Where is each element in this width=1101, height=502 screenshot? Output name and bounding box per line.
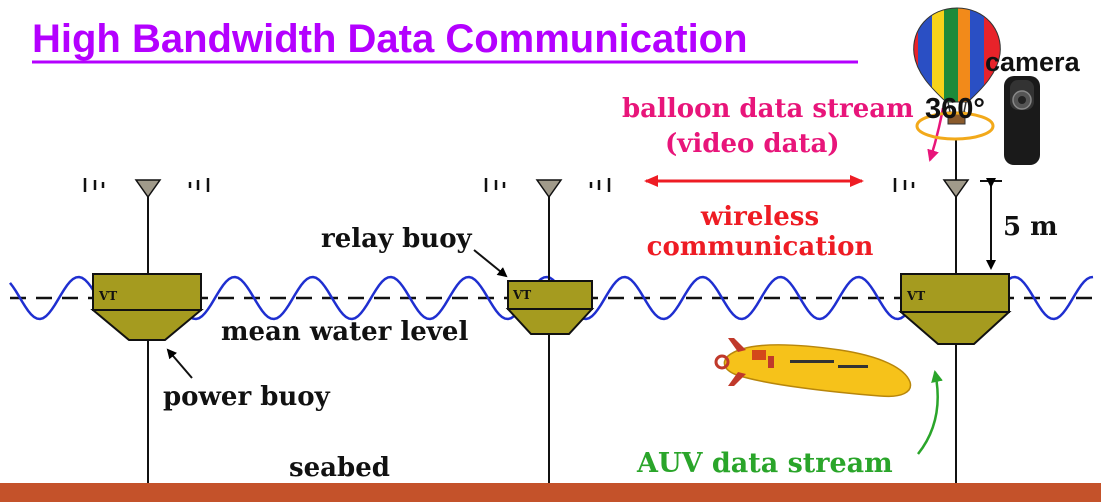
- auv-icon: [714, 338, 912, 398]
- camera-label: camera: [985, 47, 1081, 77]
- relay-buoy: VT: [505, 280, 595, 335]
- antenna-icon: [484, 178, 611, 199]
- antenna-icon: [83, 178, 210, 199]
- orbit-ring: [915, 111, 995, 141]
- relay-buoy-label: relay buoy: [321, 224, 473, 254]
- height-label: 5 m: [1003, 212, 1058, 242]
- buoy-1-tag: VT: [98, 289, 117, 303]
- diagram-title: High Bandwidth Data Communication: [32, 17, 748, 61]
- buoy-3-tag: VT: [906, 289, 925, 303]
- power-buoy-arrow: [166, 348, 193, 379]
- camera-360-icon: [1004, 76, 1040, 165]
- seabed-label: seabed: [289, 453, 390, 483]
- relay-buoy-arrow: [473, 249, 508, 278]
- power-buoy: VT: [90, 273, 204, 341]
- auv-stream-label: AUV data stream: [636, 448, 893, 479]
- auv-stream-arrow: [917, 370, 943, 455]
- buoy-3: VT: [898, 273, 1012, 345]
- balloon-stream-line2: (video data): [665, 129, 840, 159]
- antenna-icon: [893, 178, 970, 199]
- power-buoy-label: power buoy: [163, 382, 331, 412]
- wireless-label-line1: wireless: [700, 202, 819, 232]
- buoy-2-tag: VT: [512, 288, 531, 302]
- mean-water-level-label: mean water level: [221, 317, 468, 347]
- wireless-label-line2: communication: [647, 232, 874, 262]
- seabed-band: [0, 483, 1101, 502]
- camera-degrees-label: 360°: [925, 93, 985, 125]
- balloon-stream-line1: balloon data stream: [622, 94, 914, 124]
